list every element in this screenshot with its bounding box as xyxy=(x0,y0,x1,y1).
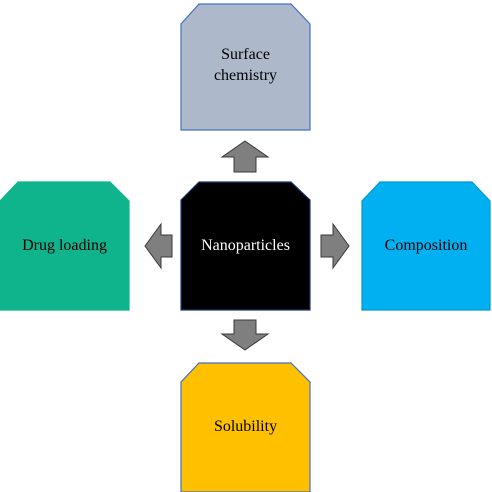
node-composition-label: Composition xyxy=(385,237,468,254)
node-drug-loading-label: Drug loading xyxy=(22,237,107,254)
node-nanoparticles-label: Nanoparticles xyxy=(201,237,290,254)
node-composition: Composition xyxy=(361,181,491,311)
node-nanoparticles: Nanoparticles xyxy=(180,181,311,311)
node-solubility-label: Solubility xyxy=(214,418,277,435)
node-solubility: Solubility xyxy=(180,362,311,492)
node-solubility-shape xyxy=(180,362,311,492)
arrow-down xyxy=(220,319,270,351)
node-surface-chemistry-label-line2: chemistry xyxy=(214,67,277,84)
node-drug-loading: Drug loading xyxy=(0,181,130,311)
node-composition-shape xyxy=(361,181,491,311)
node-surface-chemistry: Surface chemistry xyxy=(180,3,311,131)
arrow-left xyxy=(144,222,173,270)
node-drug-loading-shape xyxy=(0,181,130,311)
node-nanoparticles-shape xyxy=(180,181,311,311)
node-surface-chemistry-shape xyxy=(180,3,311,131)
arrow-right xyxy=(320,222,350,270)
node-surface-chemistry-label-line1: Surface xyxy=(221,46,270,63)
arrow-up xyxy=(220,140,270,173)
